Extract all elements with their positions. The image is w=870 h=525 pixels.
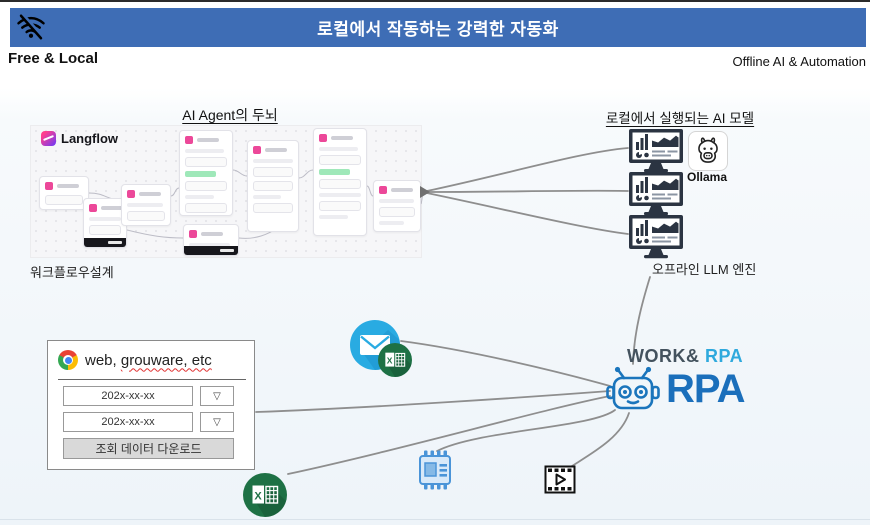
ollama-label: Ollama: [686, 170, 728, 184]
llm-engine-caption: 오프라인 LLM 엔진: [652, 262, 757, 277]
web-box-title-misspelled: grouware, etc: [120, 351, 212, 369]
monitor-chart-icon: [628, 128, 684, 174]
workflow-node: [247, 140, 299, 232]
date-dropdown-1[interactable]: ▽: [200, 386, 234, 406]
langflow-logo-text: Langflow: [61, 131, 119, 146]
excel-icon: [378, 343, 412, 377]
slide-top-border: [0, 0, 870, 2]
monitor-chart-icon: [628, 171, 684, 217]
header-bar: 로컬에서 작동하는 강력한 자동화: [10, 8, 866, 47]
web-groupware-panel: web, grouware, etc 202x-xx-xx ▽ 202x-xx-…: [47, 340, 255, 470]
download-data-button[interactable]: 조회 데이터 다운로드: [63, 438, 234, 459]
rpa-big-label: RPA: [666, 367, 745, 411]
workflow-node: [313, 128, 367, 236]
workflow-node: [183, 224, 239, 256]
agent-section-heading: AI Agent의 두뇌: [182, 107, 278, 123]
page-title: 로컬에서 작동하는 강력한 자동화: [317, 20, 559, 39]
slide-bottom-border: [0, 519, 870, 520]
rpa-robot-icon: [604, 366, 662, 416]
langflow-logo-icon: [41, 131, 56, 146]
workflow-node: [83, 198, 127, 248]
date-dropdown-2[interactable]: ▽: [200, 412, 234, 432]
offline-ai-label: Offline AI & Automation: [732, 54, 866, 69]
web-box-title-prefix: web,: [85, 351, 121, 369]
web-box-title: web, grouware, etc: [85, 352, 212, 369]
workflow-node: [39, 176, 89, 210]
cpu-chip-icon: [418, 450, 452, 490]
wifi-off-icon: [17, 13, 45, 40]
chrome-icon: [58, 350, 78, 370]
monitor-chart-icon: [628, 214, 684, 260]
work-rpa-label: WORK& RPA: [627, 346, 743, 367]
work-label: WORK&: [627, 346, 700, 366]
workflow-caption: 워크플로우설계: [30, 265, 114, 280]
free-local-label: Free & Local: [8, 50, 99, 67]
excel-icon: [243, 473, 287, 517]
video-film-icon: [544, 465, 576, 494]
ollama-llama-icon: [688, 131, 728, 171]
rpa-small-label: RPA: [699, 346, 744, 366]
date-input-2[interactable]: 202x-xx-xx: [63, 412, 193, 432]
divider: [58, 379, 246, 380]
langflow-logo: Langflow: [41, 131, 118, 146]
workflow-node: [121, 184, 171, 226]
workflow-node: [373, 180, 421, 232]
workflow-node: [179, 130, 233, 216]
model-section-heading: 로컬에서 실행되는 AI 모델: [605, 111, 755, 126]
date-input-1[interactable]: 202x-xx-xx: [63, 386, 193, 406]
langflow-screenshot: Langflow: [30, 125, 423, 258]
